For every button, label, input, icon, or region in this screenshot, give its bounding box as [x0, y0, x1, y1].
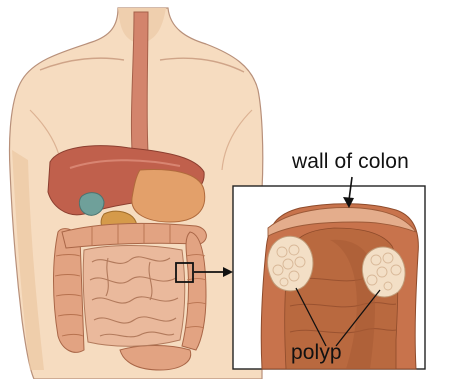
polyp-left	[268, 236, 313, 291]
small-intestine-mass	[83, 246, 185, 347]
polyp-right	[362, 247, 405, 297]
gallbladder	[79, 193, 104, 216]
stomach	[132, 170, 205, 222]
polyp-label: polyp	[291, 341, 342, 365]
small-intestine	[83, 246, 185, 347]
esophagus	[131, 12, 148, 152]
wall-of-colon-label: wall of colon	[292, 150, 409, 174]
